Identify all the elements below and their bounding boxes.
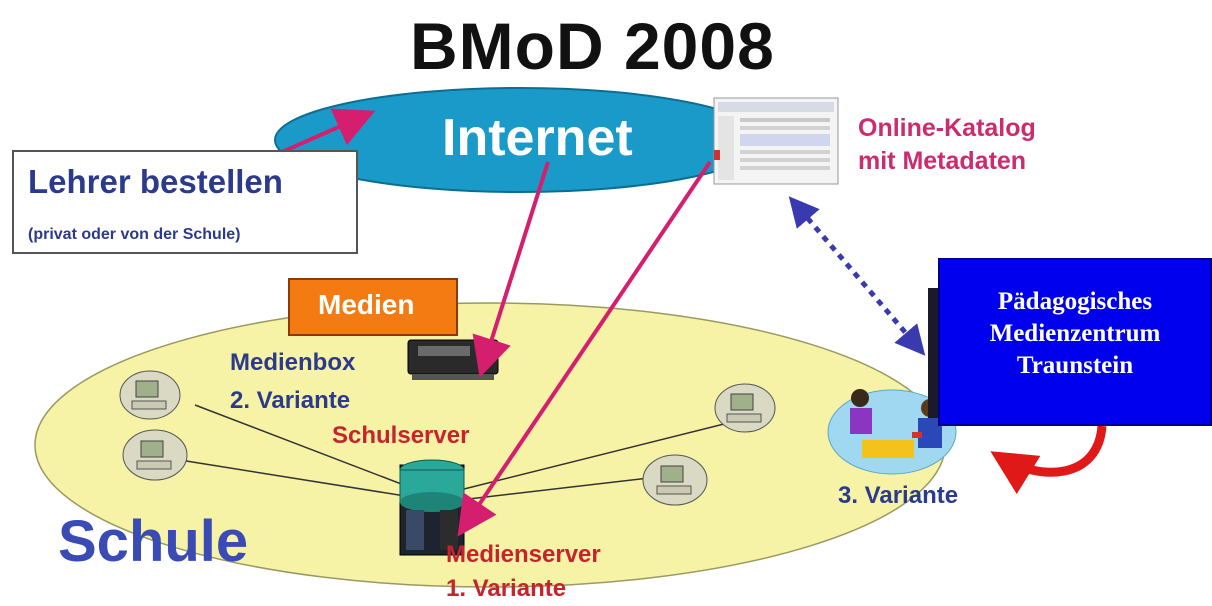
- people-meeting-icon: [827, 389, 957, 475]
- arrow-internet-to-medienbox: [472, 161, 550, 378]
- katalog-line-2: mit Metadaten: [858, 147, 1027, 175]
- schulserver-label: Schulserver: [332, 422, 470, 449]
- medien-box: [288, 278, 458, 336]
- medienbox-line-2: 2. Variante: [230, 387, 351, 414]
- pmz-box: [938, 258, 1212, 426]
- medienserver-label: Medienserver 1. Variante: [446, 538, 601, 606]
- pmz-label: Pädagogisches Medienzentrum Traunstein: [938, 286, 1212, 382]
- medien-label: Medien: [318, 289, 415, 320]
- arrow-lehrer-to-internet: [281, 108, 376, 154]
- katalog-line-1: Online-Katalog: [858, 114, 1036, 142]
- lehrer-bestellen-box: [12, 150, 358, 254]
- variante-3-label: 3. Variante: [838, 482, 959, 509]
- medienserver-line-1: Medienserver: [446, 541, 601, 568]
- lehrer-bestellen-label: Lehrer bestellen: [28, 163, 283, 200]
- computer-icon-2: [122, 429, 188, 481]
- catalog-thumbnail: [713, 97, 839, 185]
- computer-icon-1: [119, 370, 181, 420]
- computer-icon-4: [642, 454, 708, 506]
- medienserver-line-2: 1. Variante: [446, 575, 567, 602]
- arrow-katalog-pmz: [788, 196, 926, 356]
- arrow-internet-to-medienserver: [457, 160, 712, 537]
- schule-label: Schule: [58, 509, 249, 574]
- server-icon: [399, 459, 465, 556]
- lehrer-bestellen-sublabel: (privat oder von der Schule): [28, 226, 241, 243]
- curved-return-arrow: [990, 425, 1107, 495]
- online-katalog-label: Online-Katalog mit Metadaten: [858, 112, 1036, 178]
- pmz-line-2: Medienzentrum: [989, 320, 1161, 347]
- medienbox-label: Medienbox 2. Variante: [230, 344, 355, 420]
- internet-label: Internet: [442, 109, 633, 167]
- pmz-line-3: Traunstein: [1016, 352, 1134, 379]
- medienbox-line-1: Medienbox: [230, 349, 356, 376]
- computer-icon-3: [714, 383, 776, 433]
- order-arrows: [281, 108, 712, 537]
- pmz-line-1: Pädagogisches: [997, 288, 1153, 315]
- diagram-title: BMoD 2008: [410, 9, 775, 83]
